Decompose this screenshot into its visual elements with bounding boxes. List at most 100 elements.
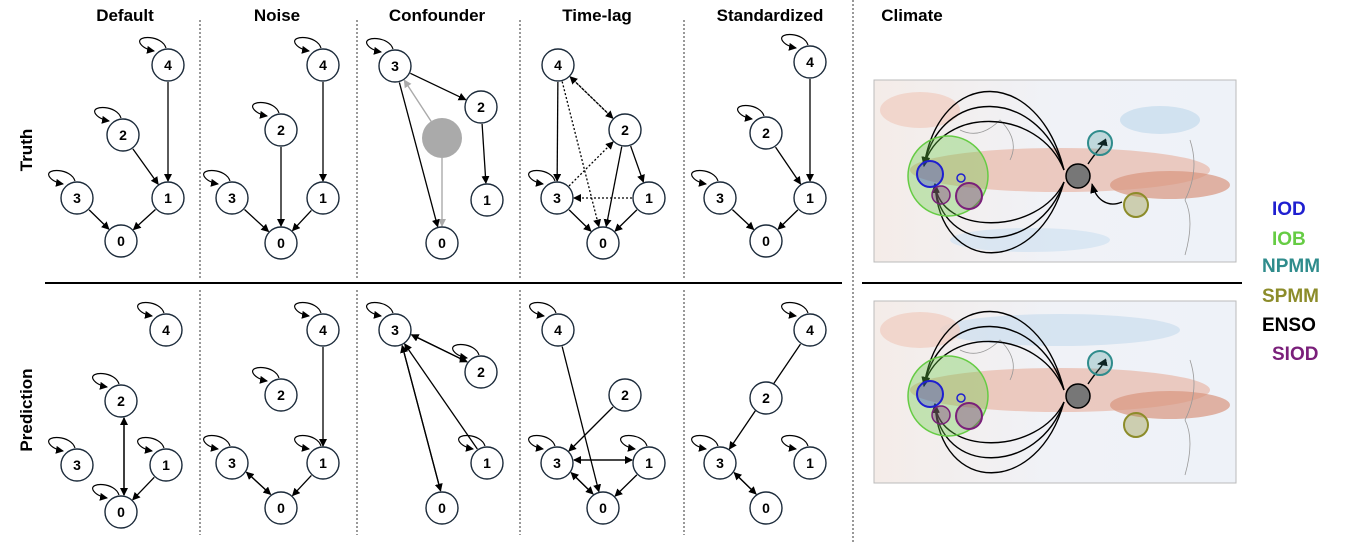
node-label: 0 <box>277 500 285 516</box>
node-3: 3 <box>703 446 737 480</box>
node-1: 1 <box>470 446 504 480</box>
node-circle <box>464 90 498 124</box>
node-circle <box>749 491 783 525</box>
node-0: 0 <box>264 226 298 260</box>
node-circle <box>149 448 183 482</box>
node-circle <box>151 48 185 82</box>
node-1: 1 <box>306 181 340 215</box>
edge <box>603 146 623 228</box>
self-loop <box>294 37 322 54</box>
node-circle <box>104 495 138 529</box>
node-label: 1 <box>319 190 327 206</box>
legend-iob: IOB <box>1272 229 1306 250</box>
siod-node <box>955 182 983 210</box>
node-label: 4 <box>319 322 327 338</box>
edge <box>731 209 755 231</box>
hidden-confounder-node <box>422 118 462 158</box>
self-loop <box>691 435 719 452</box>
node-circle <box>793 313 827 347</box>
self-loop <box>528 170 556 187</box>
graph-confounder-prediction: 0 1 2 3 <box>366 302 504 525</box>
node-circle <box>540 446 574 480</box>
node-0: 0 <box>425 491 459 525</box>
lagged-edge <box>569 76 614 119</box>
node-4: 4 <box>151 48 185 82</box>
node-circle <box>264 378 298 412</box>
node-label: 1 <box>162 457 170 473</box>
confounder-edge <box>403 79 432 122</box>
node-label: 4 <box>164 57 172 73</box>
edge <box>291 474 312 497</box>
node-label: 1 <box>319 455 327 471</box>
node-circle <box>793 446 827 480</box>
edge <box>400 344 442 491</box>
node-2: 2 <box>464 355 498 389</box>
legend-spmm: SPMM <box>1262 286 1319 307</box>
node-3: 3 <box>60 181 94 215</box>
npmm-node <box>1087 350 1113 376</box>
node-label: 2 <box>277 122 285 138</box>
edge <box>570 472 594 495</box>
node-label: 3 <box>553 455 561 471</box>
node-label: 0 <box>599 235 607 251</box>
node-circle <box>586 491 620 525</box>
node-label: 2 <box>621 387 629 403</box>
self-loop <box>139 37 167 54</box>
self-loop <box>781 302 809 319</box>
node-label: 1 <box>806 455 814 471</box>
edge <box>132 208 156 231</box>
edge <box>777 209 799 230</box>
node-circle <box>306 181 340 215</box>
column-title-default: Default <box>96 6 154 25</box>
iob-node <box>907 135 989 217</box>
node-3: 3 <box>540 181 574 215</box>
lagged-edge <box>561 81 601 228</box>
node-3: 3 <box>60 448 94 482</box>
node-2: 2 <box>264 113 298 147</box>
column-title-noise: Noise <box>254 6 300 25</box>
climate-edge <box>1087 358 1108 385</box>
enso-node <box>1065 383 1091 409</box>
climate-edge <box>931 401 1065 474</box>
node-circle <box>608 378 642 412</box>
node-label: 3 <box>716 455 724 471</box>
node-circle <box>104 384 138 418</box>
node-circle <box>306 48 340 82</box>
self-loop <box>781 435 809 452</box>
self-loop <box>252 367 280 384</box>
self-loop <box>366 302 394 319</box>
node-4: 4 <box>793 45 827 79</box>
node-label: 0 <box>762 500 770 516</box>
node-label: 2 <box>477 364 485 380</box>
climate-edge <box>931 181 1065 224</box>
node-3: 3 <box>378 49 412 83</box>
node-label: 0 <box>438 500 446 516</box>
self-loop <box>620 435 648 452</box>
node-label: 2 <box>762 390 770 406</box>
column-title-confounder: Confounder <box>389 6 486 25</box>
node-0: 0 <box>425 226 459 260</box>
node-circle <box>60 181 94 215</box>
node-circle <box>104 224 138 258</box>
climate-edge <box>921 105 1065 171</box>
node-circle <box>632 181 666 215</box>
node-3: 3 <box>378 313 412 347</box>
column-title-climate: Climate <box>881 6 942 25</box>
edge <box>244 209 270 233</box>
node-0: 0 <box>586 226 620 260</box>
lagged-edge <box>568 141 614 187</box>
node-label: 3 <box>716 190 724 206</box>
iod-node <box>916 160 944 188</box>
edge <box>291 209 312 232</box>
self-loop <box>137 437 165 454</box>
climate-graphs <box>907 90 1149 474</box>
climate-edge <box>1087 138 1108 165</box>
climate-edge <box>921 325 1065 391</box>
edge <box>568 406 614 452</box>
